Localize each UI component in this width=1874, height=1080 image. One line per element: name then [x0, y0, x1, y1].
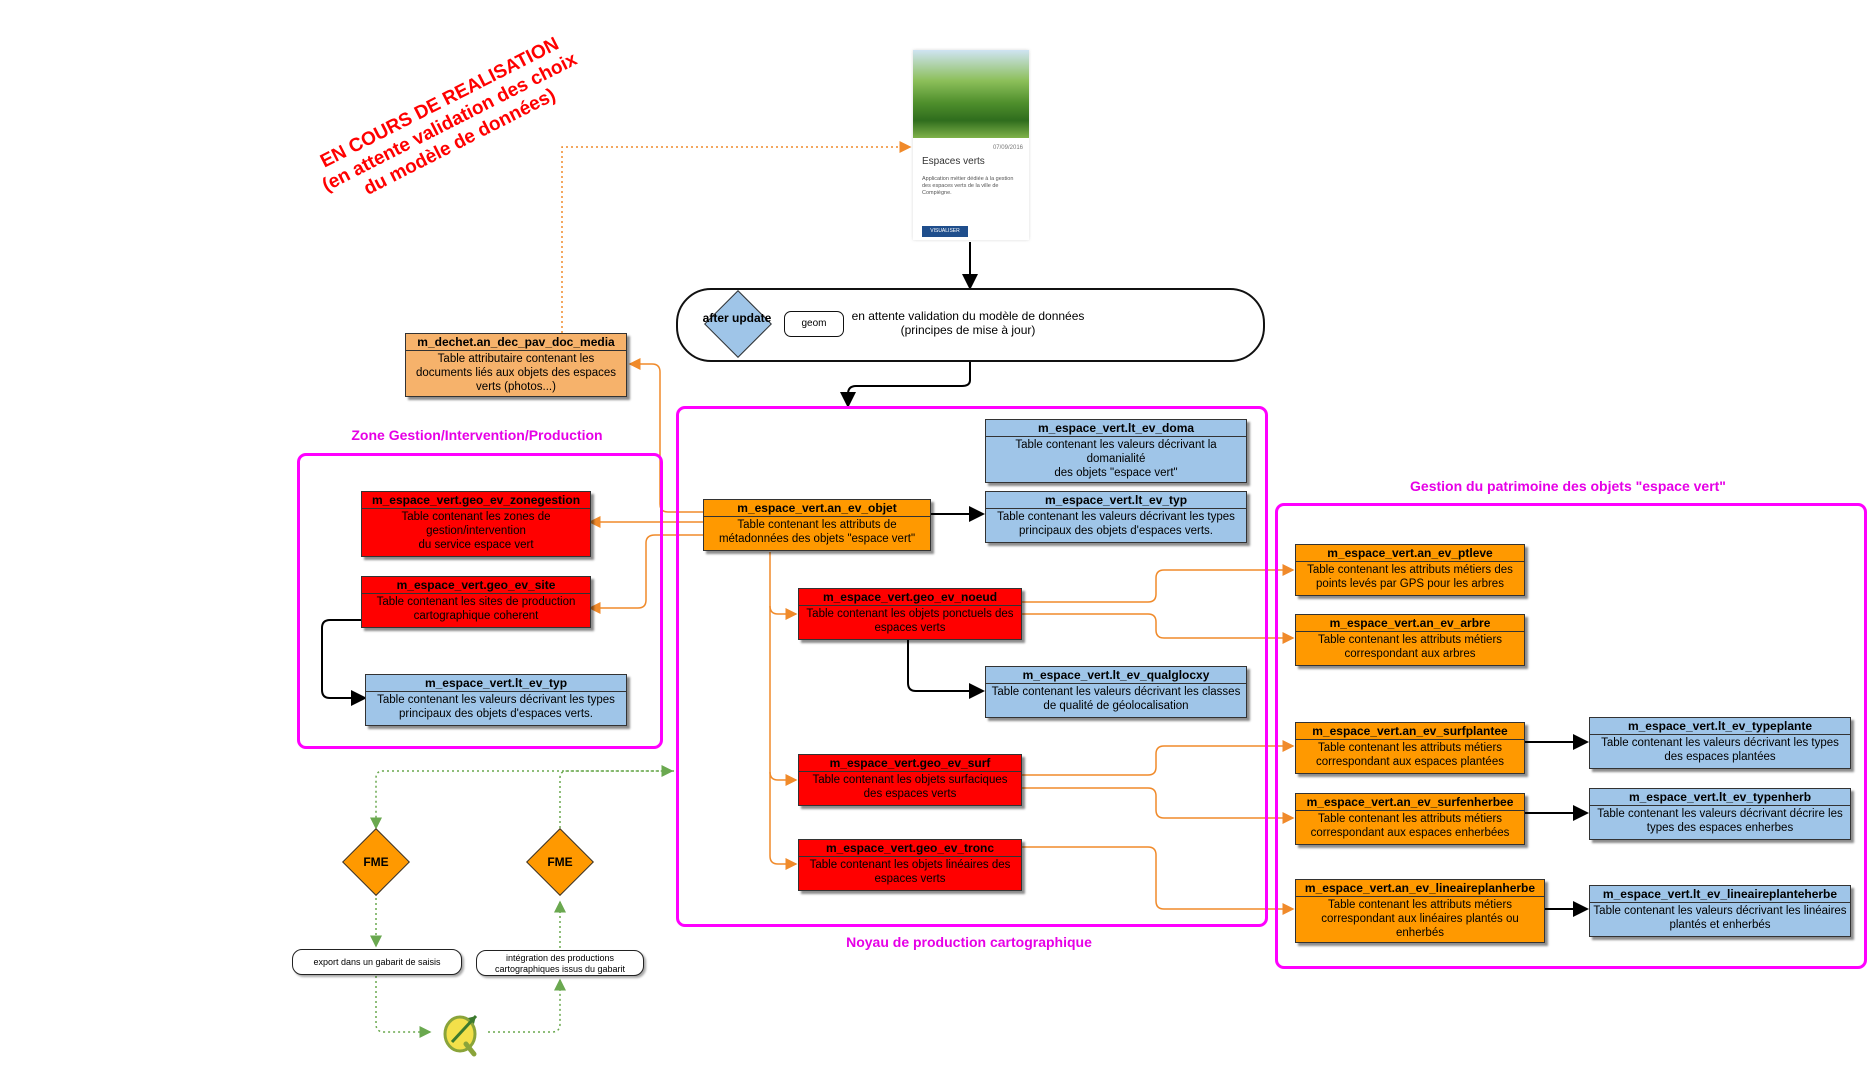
table-name: m_espace_vert.lt_ev_typeplante: [1590, 718, 1850, 735]
table-an-objet[interactable]: m_espace_vert.an_ev_objet Table contenan…: [703, 499, 931, 551]
table-name: m_espace_vert.geo_ev_noeud: [799, 589, 1021, 606]
table-surf[interactable]: m_espace_vert.geo_ev_surf Table contenan…: [798, 754, 1022, 806]
card-title: Espaces verts: [922, 156, 985, 167]
table-zonegestion[interactable]: m_espace_vert.geo_ev_zonegestion Table c…: [361, 491, 591, 557]
zone-gestion-label: Zone Gestion/Intervention/Production: [351, 427, 603, 443]
connector-noeud-qualglocxy: [907, 640, 985, 699]
connector-noeud-ptleve: [1020, 564, 1295, 603]
table-desc: Table contenant les valeurs décrivant le…: [1601, 737, 1839, 763]
table-desc: Table contenant les valeurs décrivant le…: [1593, 905, 1847, 931]
connector-noeud-arbre: [1020, 613, 1295, 644]
zone-patrimoine-label: Gestion du patrimoine des objets "espace…: [1410, 478, 1726, 494]
table-surfenherbee[interactable]: m_espace_vert.an_ev_surfenherbee Table c…: [1295, 793, 1525, 845]
table-ptleve[interactable]: m_espace_vert.an_ev_ptleve Table contena…: [1295, 544, 1525, 596]
table-name: m_dechet.an_dec_pav_doc_media: [406, 334, 626, 351]
table-lineaireplanherbe[interactable]: m_espace_vert.an_ev_lineaireplanherbe Ta…: [1295, 879, 1545, 943]
table-name: m_espace_vert.lt_ev_doma: [986, 420, 1246, 437]
connector-objet-docmedia: [628, 358, 703, 513]
zone-patrimoine: [1275, 503, 1867, 969]
fme-right-label: FME: [547, 855, 573, 869]
table-desc: Table contenant les attributs métiers co…: [1310, 813, 1510, 839]
table-name: m_espace_vert.lt_ev_qualglocxy: [986, 667, 1246, 684]
table-desc: Table contenant les objets linéaires des…: [809, 859, 1011, 885]
table-lt-doma[interactable]: m_espace_vert.lt_ev_doma Table contenant…: [985, 419, 1247, 483]
table-desc: Table contenant les attributs métiers de…: [1307, 564, 1513, 590]
qgis-icon: [443, 1014, 478, 1057]
card-description: Application métier dédiée à la gestion d…: [922, 176, 1014, 196]
table-name: m_espace_vert.geo_ev_site: [362, 577, 590, 594]
connector-objet-tronc: [769, 552, 798, 870]
table-desc: Table contenant les objets surfaciques d…: [812, 774, 1008, 800]
connector-site-lttyp: [321, 619, 367, 706]
connector-fme-noyau: [559, 765, 674, 828]
garden-photo: [913, 50, 1029, 138]
connector-qgis-integration: [488, 978, 566, 1033]
table-site[interactable]: m_espace_vert.geo_ev_site Table contenan…: [361, 576, 591, 628]
table-lineaireplanteherbe[interactable]: m_espace_vert.lt_ev_lineaireplanteherbe …: [1589, 885, 1851, 937]
table-lt-typ[interactable]: m_espace_vert.lt_ev_typ Table contenant …: [985, 491, 1247, 543]
table-name: m_espace_vert.an_ev_surfplantee: [1296, 723, 1524, 740]
table-tronc[interactable]: m_espace_vert.geo_ev_tronc Table contena…: [798, 839, 1022, 891]
table-name: m_espace_vert.lt_ev_typenherb: [1590, 789, 1850, 806]
table-desc: Table contenant les attributs de métadon…: [718, 519, 916, 545]
geom-pill: geom: [784, 311, 844, 337]
table-name: m_espace_vert.lt_ev_typ: [366, 675, 626, 692]
table-lt-typ-left[interactable]: m_espace_vert.lt_ev_typ Table contenant …: [365, 674, 627, 726]
table-desc: Table contenant les valeurs décrivant le…: [377, 694, 615, 720]
table-desc: Table contenant les valeurs décrivant le…: [997, 511, 1235, 537]
connector-surf-surfplantee: [1020, 740, 1295, 776]
table-typeplante[interactable]: m_espace_vert.lt_ev_typeplante Table con…: [1589, 717, 1851, 769]
connector-objet-surf: [769, 771, 798, 786]
table-qualglocxy[interactable]: m_espace_vert.lt_ev_qualglocxy Table con…: [985, 666, 1247, 718]
table-desc: Table contenant les zones de gestion/int…: [401, 511, 551, 551]
zone-noyau-label: Noyau de production cartographique: [846, 934, 1092, 950]
table-name: m_espace_vert.geo_ev_surf: [799, 755, 1021, 772]
table-name: m_espace_vert.an_ev_arbre: [1296, 615, 1524, 632]
visualiser-button[interactable]: VISUALISER: [922, 226, 968, 237]
fme-left-label: FME: [363, 855, 389, 869]
table-typenherb[interactable]: m_espace_vert.lt_ev_typenherb Table cont…: [1589, 788, 1851, 840]
trigger-capsule: [676, 288, 1265, 362]
zone-gestion: [297, 453, 663, 749]
table-desc: Table contenant les attributs métiers co…: [1321, 899, 1519, 939]
table-desc: Table contenant les objets ponctuels des…: [806, 608, 1014, 634]
app-card[interactable]: 07/09/2016 Espaces verts Application mét…: [913, 50, 1029, 240]
table-name: m_espace_vert.geo_ev_zonegestion: [362, 492, 590, 509]
table-desc: Table contenant les valeurs décrivant dé…: [1597, 808, 1843, 834]
connector-export-qgis: [375, 976, 432, 1038]
card-date: 07/09/2016: [992, 145, 1023, 151]
table-desc: Table contenant les attributs métiers co…: [1317, 634, 1503, 660]
table-desc: Table contenant les sites de production …: [376, 596, 576, 622]
connector-noyau-fme-left: [370, 770, 674, 830]
table-name: m_espace_vert.lt_ev_lineaireplanteherbe: [1590, 886, 1850, 903]
table-name: m_espace_vert.an_ev_objet: [704, 500, 930, 517]
table-desc: Table attributaire contenant les documen…: [415, 353, 617, 393]
connector-objet-noeud: [769, 605, 798, 620]
table-doc-media[interactable]: m_dechet.an_dec_pav_doc_media Table attr…: [405, 333, 627, 397]
trigger-text: en attente validation du modèle de donné…: [851, 309, 1085, 337]
trigger-diamond-label: after update: [702, 311, 772, 325]
table-surfplantee[interactable]: m_espace_vert.an_ev_surfplantee Table co…: [1295, 722, 1525, 774]
integration-step: intégration des productions cartographiq…: [476, 950, 644, 976]
table-name: m_espace_vert.an_ev_lineaireplanherbe: [1296, 880, 1544, 897]
connector-surf-surfenherbee: [1020, 787, 1295, 824]
table-desc: Table contenant les valeurs décrivant la…: [1015, 439, 1217, 479]
table-name: m_espace_vert.geo_ev_tronc: [799, 840, 1021, 857]
connector-objet-site: [588, 534, 703, 614]
table-desc: Table contenant les attributs métiers co…: [1316, 742, 1504, 768]
table-name: m_espace_vert.lt_ev_typ: [986, 492, 1246, 509]
export-step: export dans un gabarit de saisis: [292, 949, 462, 975]
table-noeud[interactable]: m_espace_vert.geo_ev_noeud Table contena…: [798, 588, 1022, 640]
connector-tronc-lineaireplanherbe: [1020, 846, 1295, 915]
table-name: m_espace_vert.an_ev_surfenherbee: [1296, 794, 1524, 811]
zone-noyau: [676, 406, 1268, 927]
connector-trigger-noyau: [840, 358, 971, 408]
table-arbre[interactable]: m_espace_vert.an_ev_arbre Table contenan…: [1295, 614, 1525, 666]
connector-docmedia-card: [561, 141, 912, 338]
table-desc: Table contenant les valeurs décrivant le…: [991, 686, 1241, 712]
table-name: m_espace_vert.an_ev_ptleve: [1296, 545, 1524, 562]
